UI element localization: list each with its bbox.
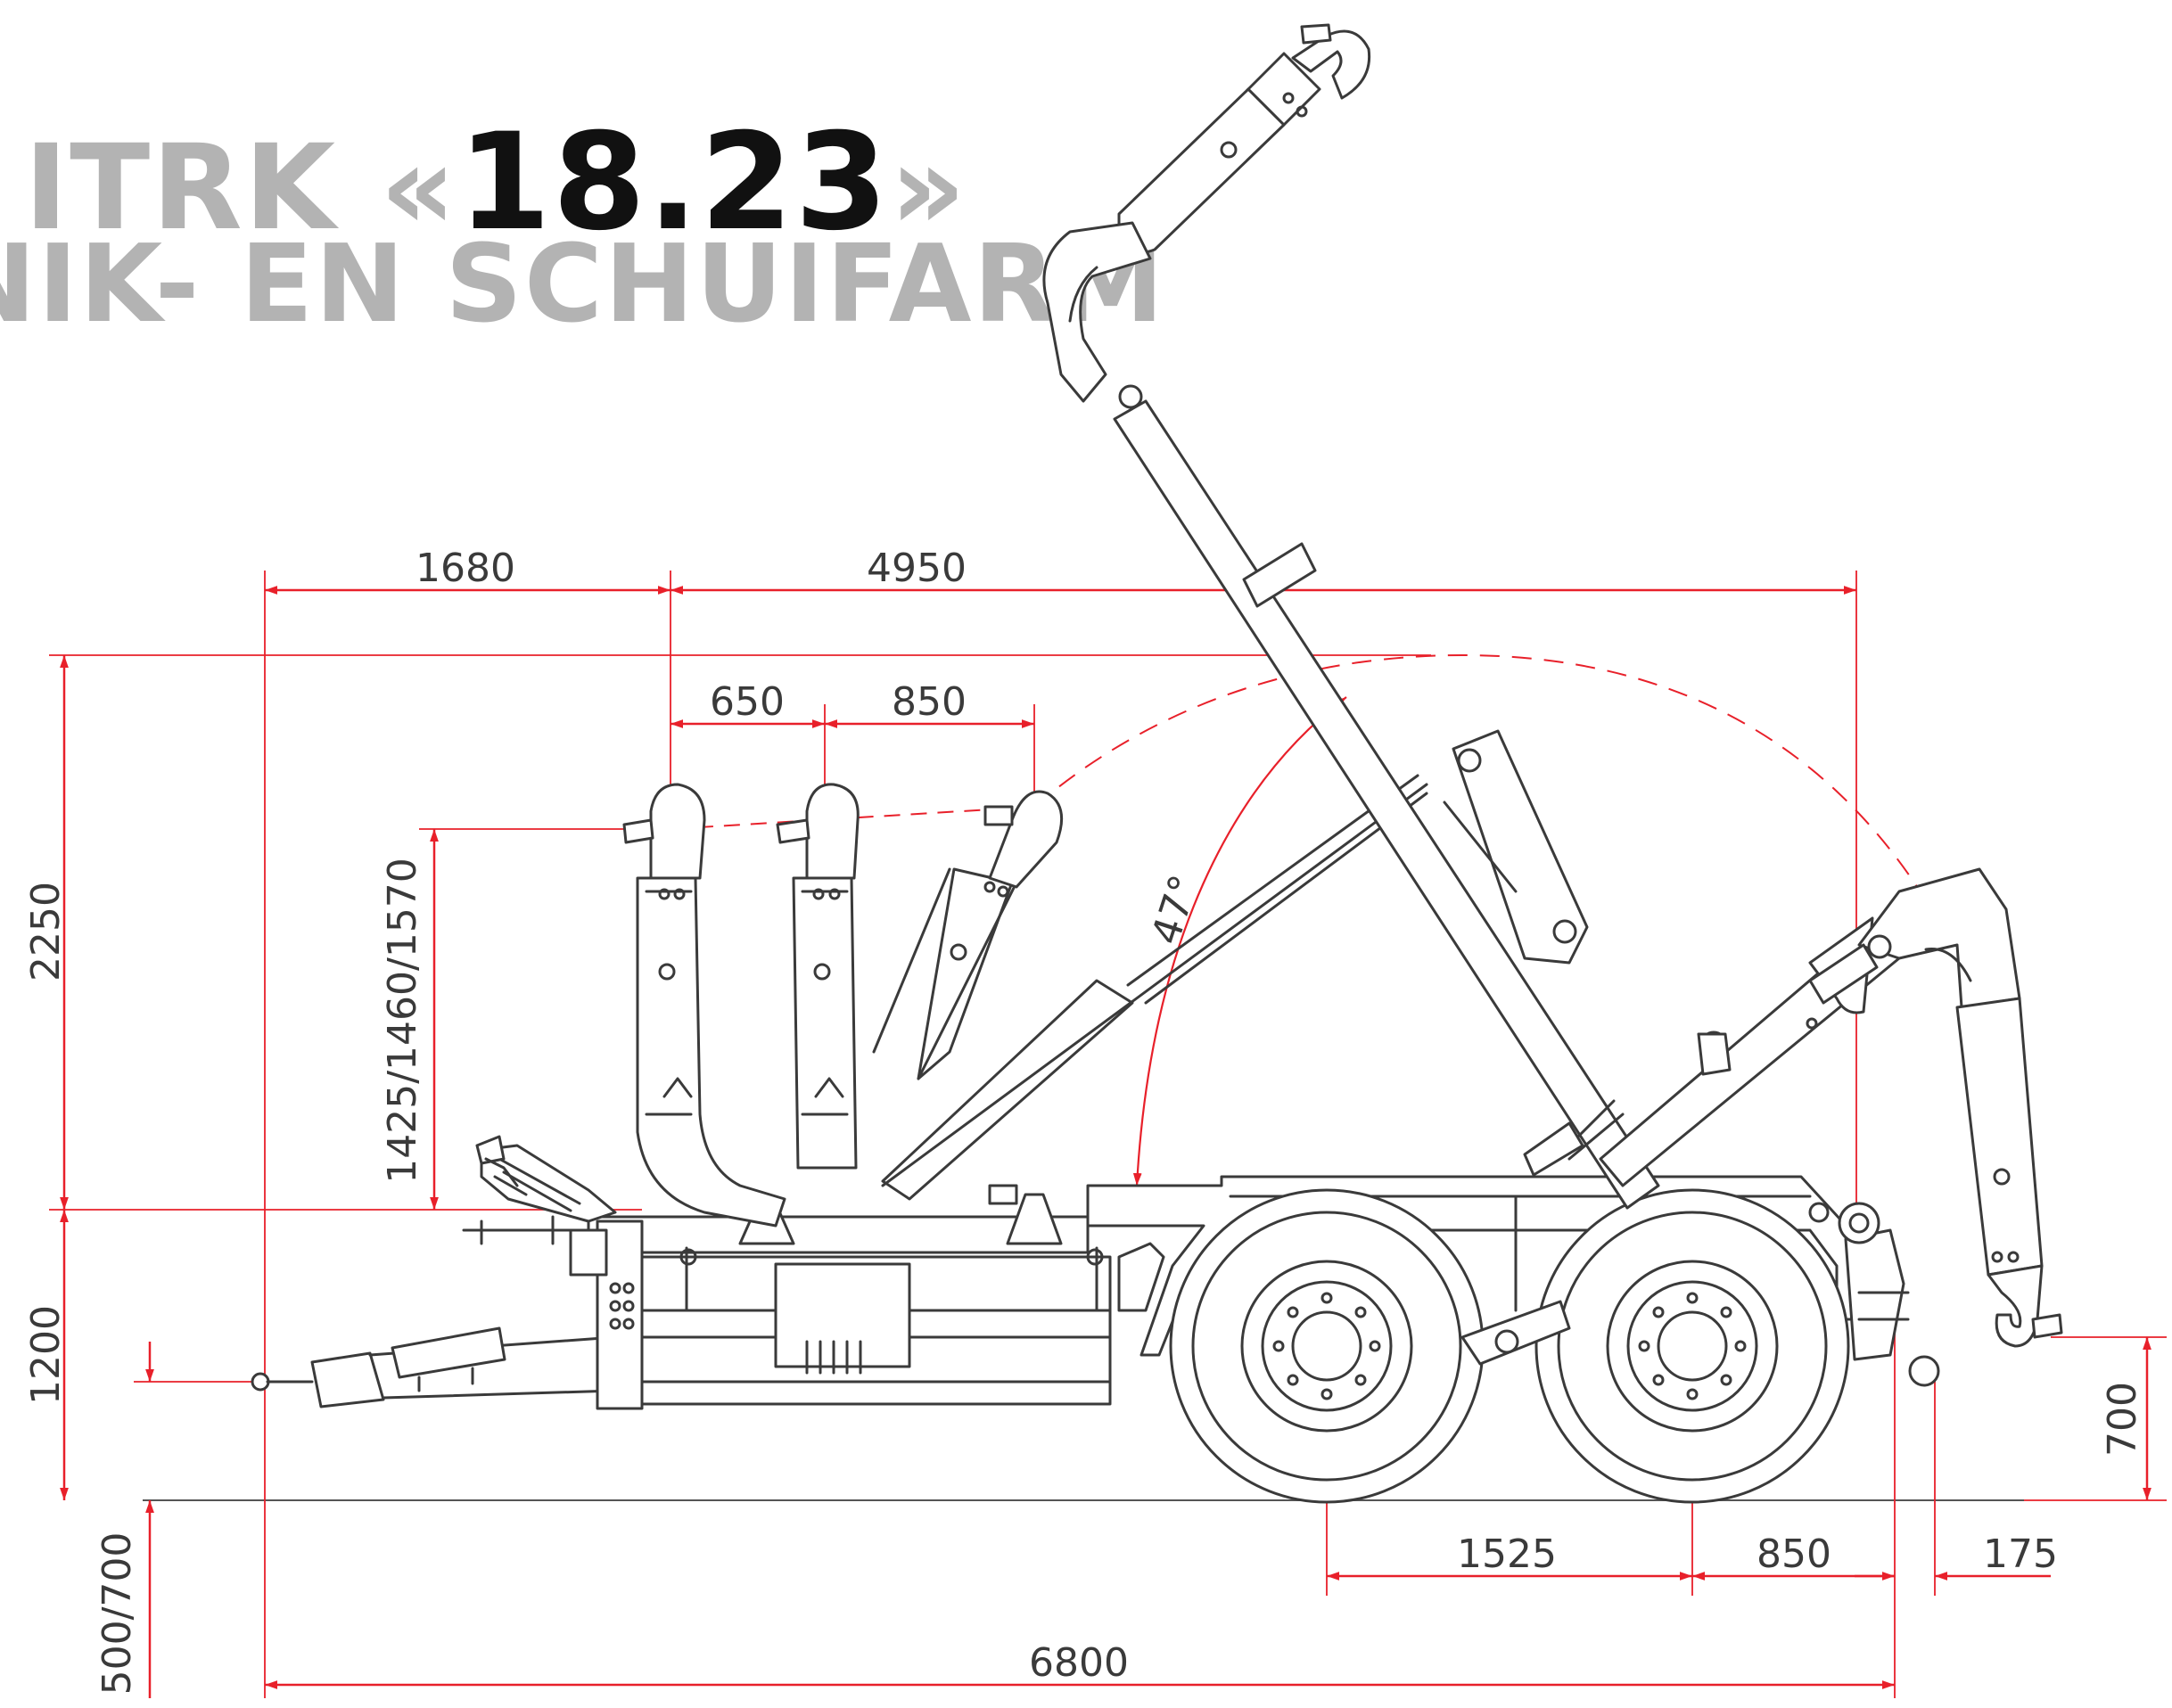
main-lift-arm — [1042, 23, 1660, 1210]
label-175: 175 — [1983, 1531, 2058, 1577]
wheel-rear — [1534, 1188, 1850, 1504]
rear-pivot — [1808, 1202, 1880, 1244]
label-drawbar: 500/700 — [95, 1532, 140, 1696]
label-hook-heights: 1425/1460/1570 — [380, 858, 425, 1184]
hook-path-dashed — [670, 806, 1035, 830]
wheel-front — [1169, 1188, 1485, 1504]
title-line-1: I ITRK «18.23» — [0, 105, 967, 260]
model-number: 18.23 — [457, 105, 890, 260]
label-700: 700 — [2100, 1382, 2145, 1457]
label-angle: 47° — [1143, 870, 1208, 950]
trailer-drawing — [251, 23, 2063, 1504]
label-2250: 2250 — [23, 882, 69, 981]
arm-swing-arc — [1033, 653, 1927, 901]
label-850-top: 850 — [892, 679, 967, 725]
axle-link — [1460, 1300, 1571, 1366]
title-suffix: » — [889, 119, 968, 257]
hook-arm-position-3 — [872, 790, 1064, 1080]
label-6800: 6800 — [1029, 1640, 1129, 1686]
hook-arm-position-2 — [776, 783, 860, 1170]
dimension-lines — [49, 571, 2167, 1698]
hook-arm-position-1 — [622, 783, 786, 1228]
title-line-2: NIK- EN SCHUIFARM — [0, 223, 1166, 347]
label-4950: 4950 — [867, 546, 967, 591]
title-prefix: I ITRK « — [0, 119, 458, 257]
drawbar — [251, 1326, 617, 1408]
label-650: 650 — [710, 679, 785, 725]
label-1200: 1200 — [23, 1305, 69, 1405]
angle-arc — [1132, 696, 1347, 1187]
dimension-labels: 1680 4950 650 850 2250 1425/1460/1570 12… — [23, 546, 2145, 1695]
label-1525: 1525 — [1457, 1531, 1557, 1577]
label-1680: 1680 — [415, 546, 515, 591]
label-850-bottom: 850 — [1757, 1531, 1831, 1577]
rear-swing-arm — [1523, 867, 2063, 1348]
front-hydraulics — [475, 1135, 1018, 1277]
